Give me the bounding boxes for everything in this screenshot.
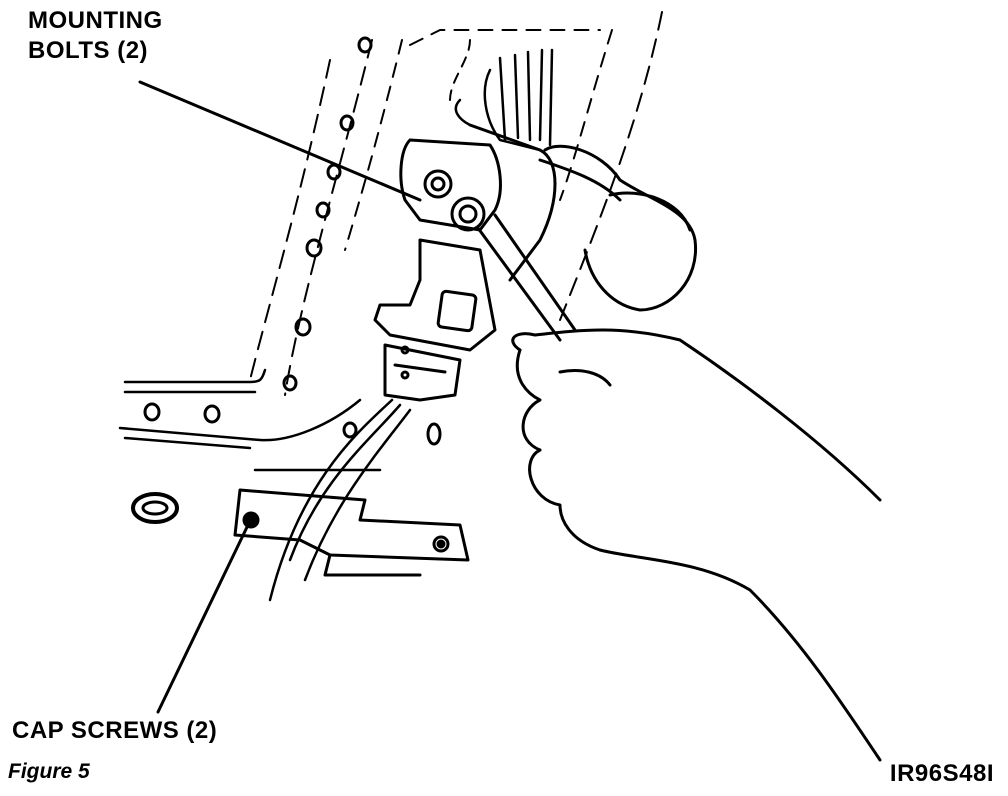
mounting-bolts-leader <box>138 80 422 202</box>
cap-screws-callout: CAP SCREWS (2) <box>12 717 218 744</box>
figure-caption: Figure 5 <box>8 760 90 783</box>
body-panel-outline <box>249 11 663 396</box>
lower-panel <box>118 368 382 472</box>
panel-holes <box>131 36 442 524</box>
belt-webbing <box>454 48 554 152</box>
mounting-bolts-callout: MOUNTING BOLTS (2) <box>28 6 163 66</box>
wire-harness <box>268 398 412 602</box>
wrench-tool <box>476 144 698 342</box>
lower-mounting-plate <box>233 488 470 577</box>
cap-screws-leader <box>156 523 250 714</box>
mounting-bolts-line1: MOUNTING <box>28 7 163 34</box>
buckle-bracket <box>373 238 497 402</box>
leader-lines <box>138 80 422 714</box>
mounting-bolts-line2: BOLTS (2) <box>28 37 149 64</box>
figure-id: IR96S48I <box>889 760 994 787</box>
hand <box>511 328 882 762</box>
